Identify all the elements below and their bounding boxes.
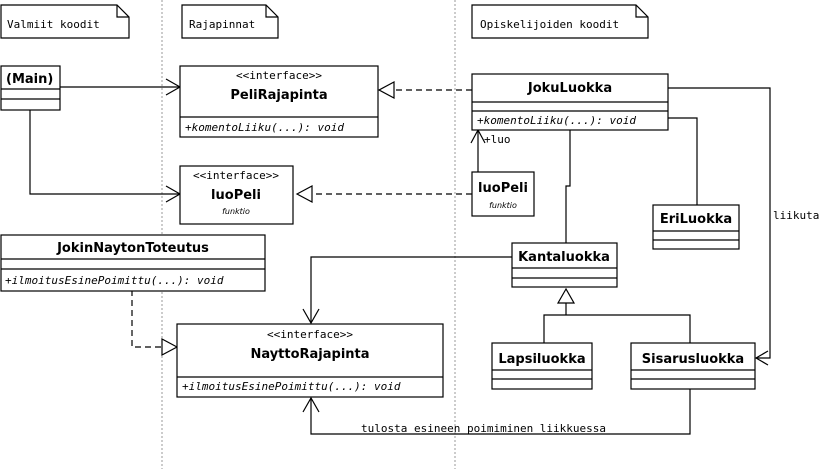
class-sisarusluokka[interactable]: Sisarusluokka	[630, 342, 756, 390]
jokin-nayton-operation: +ilmoitusEsinePoimittu(...): void	[5, 274, 224, 287]
note-valmiit-label: Valmiit koodit	[7, 18, 100, 31]
class-main-name: (Main)	[6, 72, 53, 87]
tulosta-arrowhead	[302, 396, 320, 413]
class-lapsiluokka[interactable]: Lapsiluokka	[491, 342, 593, 390]
inheritance-arrowhead	[556, 287, 576, 304]
note-rajapinnat: Rajapinnat	[181, 4, 279, 39]
interface-naytto-rajapinta[interactable]: <<interface>> NayttoRajapinta +ilmoitusE…	[176, 323, 444, 398]
peli-rajapinta-name: PeliRajapinta	[230, 88, 327, 103]
lapsiluokka-name: Lapsiluokka	[498, 352, 585, 367]
inheritance-branch-line	[543, 314, 691, 343]
main-to-luopeli-line	[29, 110, 180, 195]
joku-to-eri-line	[668, 117, 698, 205]
kanta-to-naytto-arrowhead	[302, 308, 320, 325]
joku-realizes-peli-arrowhead	[377, 81, 395, 99]
naytto-rajapinta-stereotype: <<interface>>	[267, 328, 353, 341]
luopeli-iface-stereotype: <<interface>>	[193, 169, 279, 182]
tulosta-line	[310, 389, 691, 435]
joku-to-kanta-line	[565, 130, 571, 243]
liikuta-arrowhead	[754, 350, 769, 366]
sisarusluokka-name: Sisarusluokka	[642, 352, 744, 367]
note-opiskelijoiden-koodit: Opiskelijoiden koodit	[471, 4, 649, 39]
jokin-nayton-name: JokinNaytonToteutus	[56, 241, 209, 256]
luopeli-func-name: luoPeli	[478, 181, 528, 196]
naytto-rajapinta-operation: +ilmoitusEsinePoimittu(...): void	[182, 380, 401, 393]
interface-luopeli[interactable]: <<interface>> luoPeli funktio	[179, 165, 294, 225]
naytto-rajapinta-name: NayttoRajapinta	[250, 347, 369, 362]
class-joku-luokka[interactable]: JokuLuokka +komentoLiiku(...): void	[471, 73, 669, 131]
class-kantaluokka[interactable]: Kantaluokka	[511, 242, 618, 288]
joku-luokka-name: JokuLuokka	[527, 81, 612, 96]
kanta-to-naytto-line	[310, 256, 512, 323]
peli-rajapinta-operation: +komentoLiiku(...): void	[185, 121, 344, 134]
peli-rajapinta-stereotype: <<interface>>	[236, 69, 322, 82]
note-rajapinnat-label: Rajapinnat	[189, 18, 255, 31]
luopeli-iface-name: luoPeli	[211, 188, 261, 203]
note-opiskelijoiden-label: Opiskelijoiden koodit	[480, 18, 619, 31]
class-jokin-nayton-toteutus[interactable]: JokinNaytonToteutus +ilmoitusEsinePoimit…	[0, 234, 266, 292]
kantaluokka-name: Kantaluokka	[518, 250, 610, 265]
luopeli-func-subtitle: funktio	[489, 201, 517, 210]
note-valmiit-koodit: Valmiit koodit	[0, 4, 130, 39]
nayton-realizes-naytto-arrowhead	[161, 338, 179, 356]
liikuta-label: liikuta	[773, 209, 819, 222]
liikuta-line	[668, 87, 771, 359]
luopeli-iface-subtitle: funktio	[222, 207, 250, 216]
class-main[interactable]: (Main)	[0, 65, 61, 111]
function-luopeli[interactable]: luoPeli funktio	[471, 171, 535, 217]
luo-label: +luo	[484, 133, 511, 146]
tulosta-label: tulosta esineen poimiminen liikkuessa	[361, 422, 606, 435]
class-eri-luokka[interactable]: EriLuokka	[652, 204, 740, 250]
luopeli-realizes-iface-arrowhead	[295, 185, 313, 203]
interface-peli-rajapinta[interactable]: <<interface>> PeliRajapinta +komentoLiik…	[179, 65, 379, 138]
eri-luokka-name: EriLuokka	[660, 212, 732, 227]
joku-luokka-operation: +komentoLiiku(...): void	[477, 114, 636, 127]
nayton-realizes-naytto-line	[131, 290, 162, 348]
